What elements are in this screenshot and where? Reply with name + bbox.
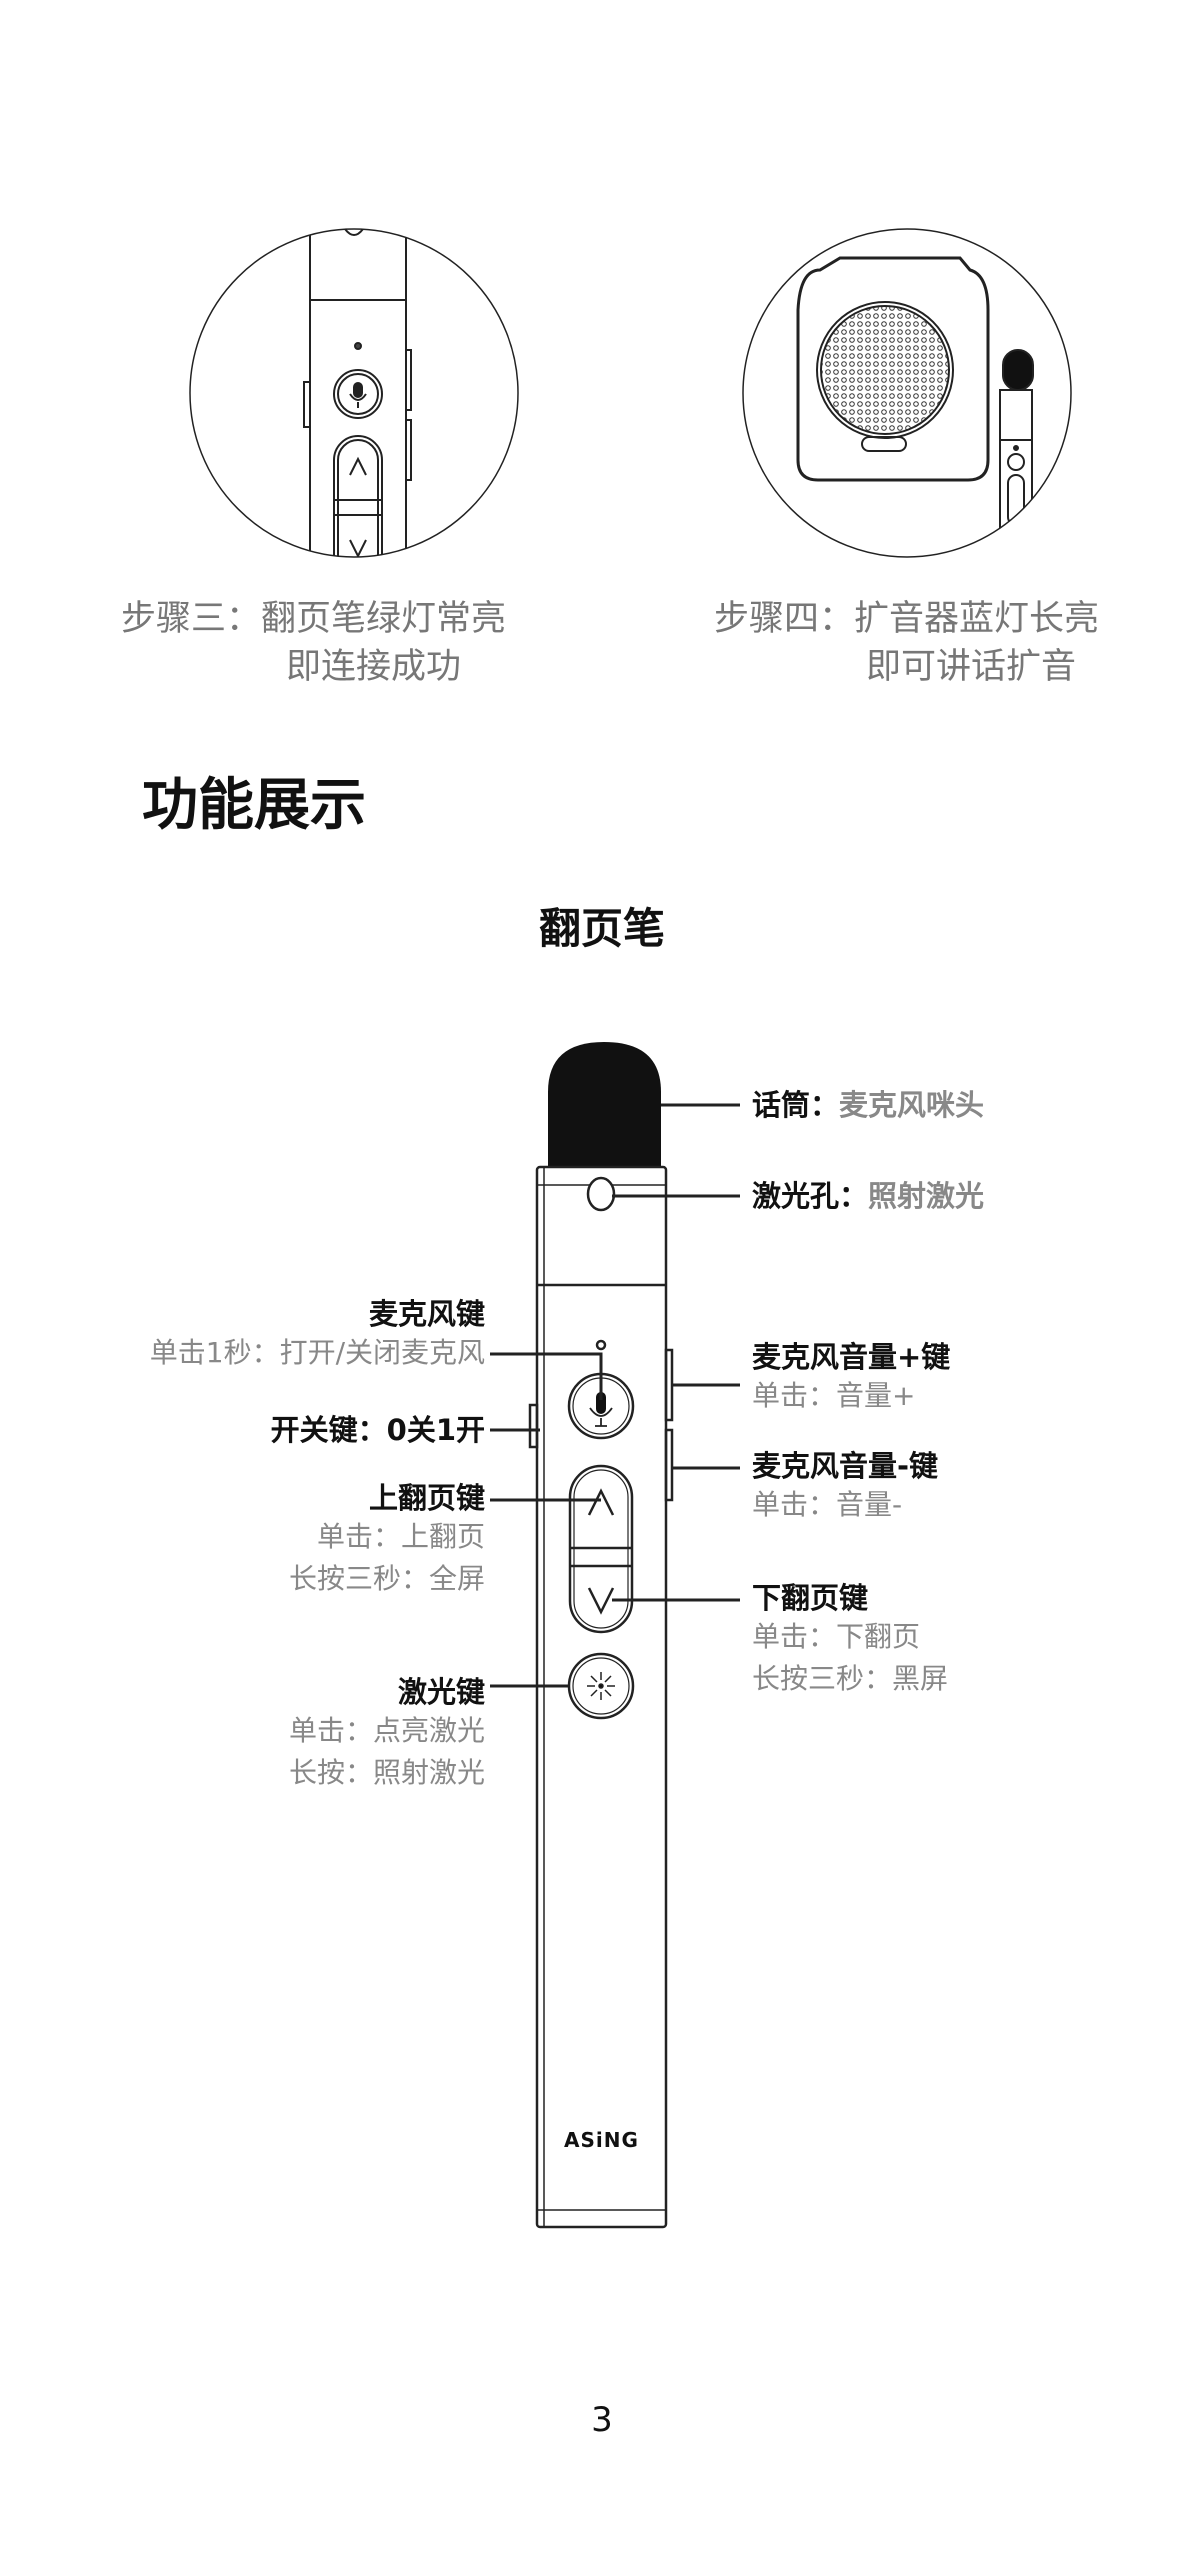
laser-hole xyxy=(586,1176,616,1212)
callout-sub: 长按：照射激光 xyxy=(288,1756,485,1789)
step3-pen-closeup xyxy=(189,228,519,558)
presenter-pen-diagram xyxy=(490,1042,740,2229)
page-up-icon xyxy=(587,1488,615,1516)
callout-sub: 单击：上翻页 xyxy=(316,1520,485,1553)
step4-caption: 步骤四：扩音器蓝灯长亮 xyxy=(714,595,1099,643)
power-switch xyxy=(528,1403,539,1449)
page-down-icon xyxy=(587,1587,615,1615)
pen-body xyxy=(535,1165,668,2229)
callout-title: 激光孔： xyxy=(752,1179,869,1213)
step4-speaker-and-pen xyxy=(742,228,1072,558)
laser-icon xyxy=(587,1672,615,1700)
step3-caption: 步骤三：翻页笔绿灯常亮 xyxy=(121,595,506,643)
brand-logo: ASiNG xyxy=(564,2128,639,2152)
callout-sub: 单击：下翻页 xyxy=(752,1620,921,1653)
indicator-light xyxy=(595,1339,607,1351)
callout-desc: 照射激光 xyxy=(868,1179,985,1213)
product-title: 翻页笔 xyxy=(538,904,665,953)
step3-line2: 即连接成功 xyxy=(286,647,462,687)
section-title: 功能展示 xyxy=(142,773,366,838)
callout-title: 下翻页键 xyxy=(752,1581,869,1615)
callout-title: 麦克风音量-键 xyxy=(752,1449,939,1483)
callout-sub: 单击1秒：打开/关闭麦克风 xyxy=(149,1336,485,1369)
callout-title: 上翻页键 xyxy=(368,1481,485,1515)
callout-mic-key: 麦克风键 单击1秒：打开/关闭麦克风 xyxy=(150,1296,485,1374)
callout-title: 激光键 xyxy=(397,1675,485,1709)
step4-line2: 即可讲话扩音 xyxy=(866,647,1077,687)
step3-line1: 翻页笔绿灯常亮 xyxy=(261,599,507,639)
page-number: 3 xyxy=(591,2400,613,2440)
callout-power-key: 开关键：0关1开 xyxy=(270,1413,485,1447)
callout-sub: 长按三秒：全屏 xyxy=(288,1562,485,1595)
callout-title: 麦克风音量+键 xyxy=(752,1340,951,1374)
callout-page-down: 下翻页键 单击：下翻页 长按三秒：黑屏 xyxy=(752,1580,948,1700)
callout-title: 麦克风键 xyxy=(368,1297,485,1331)
callout-vol-up: 麦克风音量+键 单击：音量+ xyxy=(752,1339,950,1417)
mic-foam xyxy=(548,1042,661,1167)
callout-sub: 单击：音量+ xyxy=(752,1379,916,1412)
callout-sub: 长按三秒：黑屏 xyxy=(752,1662,949,1695)
callout-mic-head: 话筒：麦克风咪头 xyxy=(752,1087,984,1123)
step4-line1: 扩音器蓝灯长亮 xyxy=(854,599,1100,639)
callout-vol-down: 麦克风音量-键 单击：音量- xyxy=(752,1448,938,1526)
callout-sub: 单击：音量- xyxy=(752,1488,903,1521)
vol-up-side-button xyxy=(664,1348,674,1422)
callout-laser-key: 激光键 单击：点亮激光 长按：照射激光 xyxy=(289,1674,485,1794)
step3-label: 步骤三： xyxy=(121,599,262,639)
callout-laser-hole: 激光孔：照射激光 xyxy=(752,1178,984,1214)
leader-lines xyxy=(490,1103,740,1688)
callout-title: 话筒： xyxy=(752,1088,840,1122)
mic-icon xyxy=(596,1392,606,1414)
step4-label: 步骤四： xyxy=(714,599,855,639)
callout-page-up: 上翻页键 单击：上翻页 长按三秒：全屏 xyxy=(289,1480,485,1600)
vol-down-side-button xyxy=(664,1428,674,1502)
callout-desc: 麦克风咪头 xyxy=(839,1088,985,1122)
callout-sub: 单击：点亮激光 xyxy=(288,1714,485,1747)
